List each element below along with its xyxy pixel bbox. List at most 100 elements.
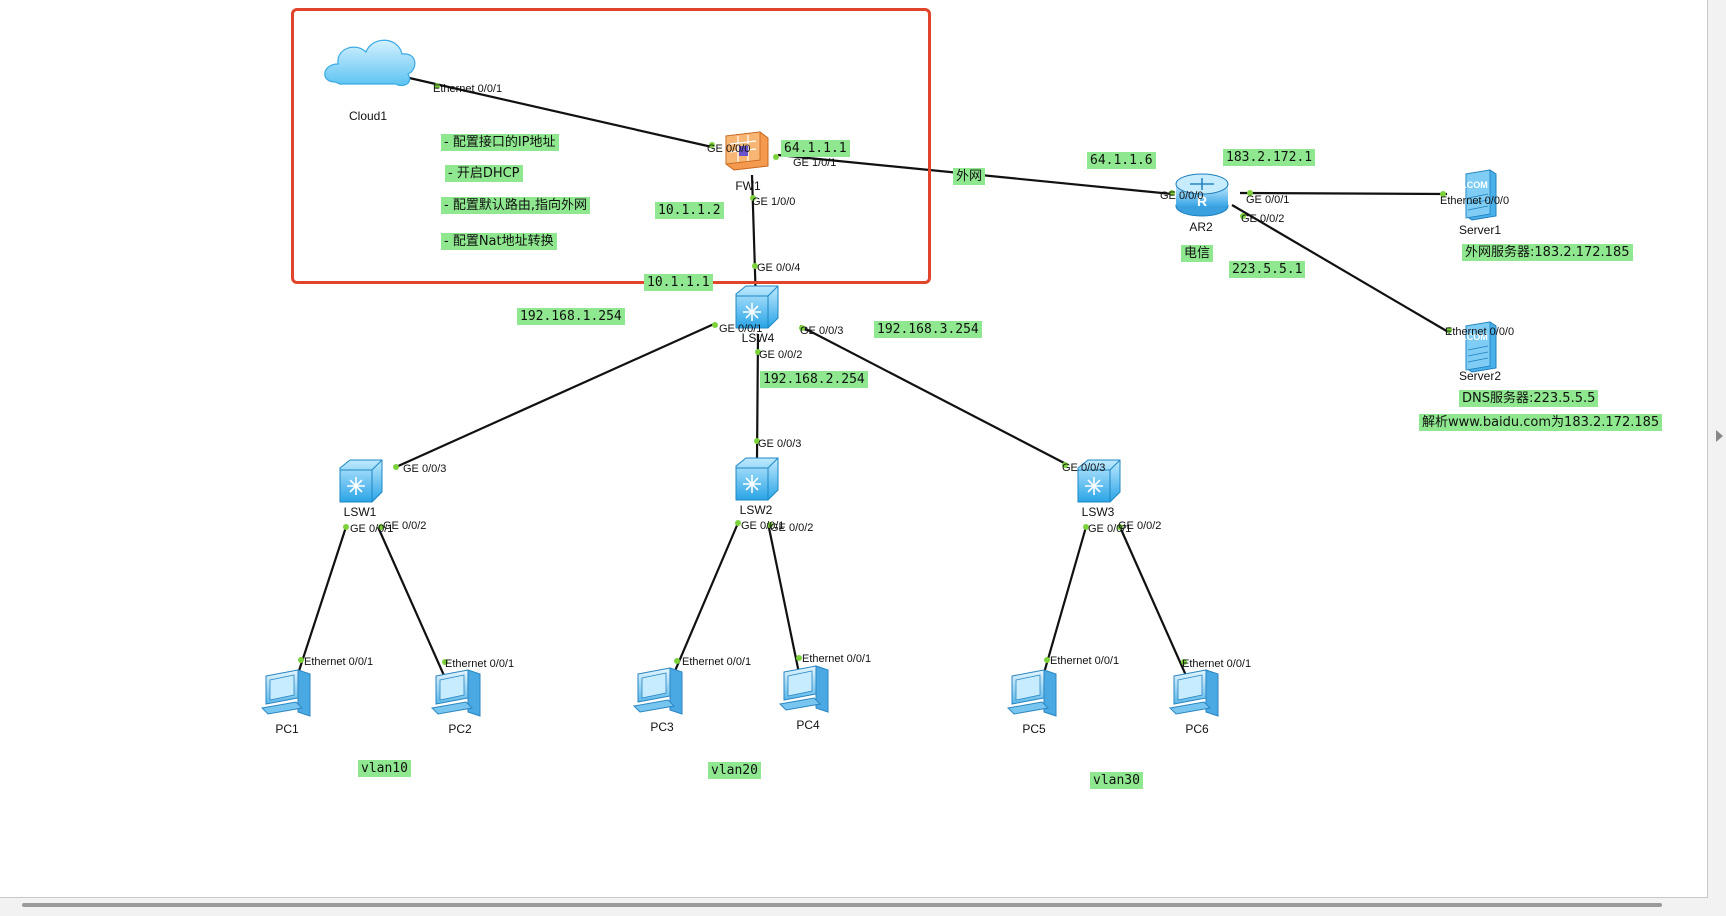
link-lsw2-pc4[interactable] (766, 522, 802, 679)
link-lsw2-pc3[interactable] (670, 522, 740, 679)
port-label: GE 1/0/1 (793, 157, 836, 169)
lsw4-device[interactable]: LSW4 (735, 285, 779, 345)
link-lsw3-pc5[interactable] (1040, 526, 1088, 681)
link-lsw1-pc1[interactable] (294, 526, 348, 681)
port-dot (1044, 657, 1050, 663)
port-label: GE 0/0/2 (759, 349, 802, 361)
port-dot (750, 195, 756, 201)
port-dot (799, 325, 805, 331)
port-dot (343, 524, 349, 530)
server2-device[interactable]: Server2 (1459, 321, 1501, 383)
port-label: GE 0/0/3 (403, 463, 446, 475)
fw1-device[interactable]: FW1 (725, 131, 769, 193)
port-dot (1440, 191, 1446, 197)
lsw2-device[interactable]: LSW2 (735, 457, 779, 517)
note-default-route: - 配置默认路由,指向外网 (441, 197, 590, 214)
note-vlan30: vlan30 (1090, 772, 1143, 789)
ar2-device[interactable]: R AR2 (1175, 173, 1229, 234)
scroll-right-arrow-icon[interactable] (1716, 430, 1723, 442)
port-labels: Ethernet 0/0/1 GE 0/0/0 GE 1/0/1 GE 1/0/… (304, 83, 1514, 670)
note-server2-desc: DNS服务器:223.5.5.5 (1459, 390, 1599, 407)
device-label: LSW2 (740, 503, 773, 517)
link-lsw3-pc6[interactable] (1118, 526, 1190, 681)
pc5-device[interactable]: PC5 (1007, 669, 1057, 736)
note-lsw4-up-ip: 10.1.1.1 (644, 274, 713, 291)
port-label: Ethernet 0/0/1 (802, 653, 871, 665)
port-dot (755, 349, 761, 355)
device-label: PC4 (796, 718, 820, 732)
port-label: GE 0/0/1 (1088, 523, 1131, 535)
switch-icon (735, 457, 779, 501)
pc6-device[interactable]: PC6 (1169, 669, 1219, 736)
links (294, 75, 1451, 681)
pc3-device[interactable]: PC3 (633, 667, 683, 734)
note-ar2-top-ip: 183.2.172.1 (1223, 149, 1316, 166)
svg-text:R: R (1197, 193, 1207, 209)
highlight-box (291, 8, 931, 284)
port-label: GE 0/0/3 (758, 438, 801, 450)
note-vlan10: vlan10 (358, 760, 411, 777)
link-cloud1-fw1[interactable] (404, 75, 713, 149)
port-dot (393, 464, 399, 470)
device-label: AR2 (1189, 220, 1213, 234)
port-dot (1240, 213, 1246, 219)
port-dot (752, 263, 758, 269)
horizontal-scrollbar[interactable] (0, 897, 1708, 916)
port-dot (1446, 327, 1452, 333)
port-dot (796, 655, 802, 661)
note-nat: - 配置Nat地址转换 (441, 233, 557, 250)
cloud1-device[interactable]: Cloud1 (324, 39, 416, 123)
pc4-device[interactable]: PC4 (779, 665, 829, 732)
port-label: GE 0/0/1 (719, 323, 762, 335)
lsw3-device[interactable]: LSW3 (1077, 459, 1121, 519)
device-label: PC1 (275, 722, 299, 736)
lsw1-device[interactable]: LSW1 (339, 459, 383, 519)
device-label: Server1 (1459, 223, 1501, 237)
pc-icon (633, 667, 683, 715)
pc1-device[interactable]: PC1 (261, 669, 311, 736)
port-label: GE 0/0/2 (383, 520, 426, 532)
switch-icon (735, 285, 779, 329)
note-fw-out-ip: 64.1.1.1 (781, 140, 850, 157)
device-label: FW1 (735, 179, 761, 193)
port-label: Ethernet 0/0/1 (682, 656, 751, 668)
device-label: PC6 (1185, 722, 1209, 736)
port-dots (298, 83, 1452, 665)
link-lsw4-lsw1[interactable] (395, 322, 715, 469)
port-label: Ethernet 0/0/1 (433, 83, 502, 95)
vertical-scrollbar[interactable] (1707, 0, 1726, 916)
port-dot (298, 657, 304, 663)
note-config-ip: - 配置接口的IP地址 (441, 134, 559, 151)
port-dot (442, 659, 448, 665)
link-lsw1-pc2[interactable] (376, 526, 448, 681)
port-label: Ethernet 0/0/1 (1182, 658, 1251, 670)
device-label: PC2 (448, 722, 472, 736)
port-label: Ethernet 0/0/0 (1445, 326, 1514, 338)
pc-icon (261, 669, 311, 717)
link-lsw4-lsw3[interactable] (799, 325, 1069, 466)
device-label: PC5 (1022, 722, 1046, 736)
note-ar2-left-ip: 64.1.1.6 (1087, 152, 1156, 169)
pc2-device[interactable]: PC2 (431, 669, 481, 736)
port-dot (709, 142, 715, 148)
port-dot (1169, 190, 1175, 196)
server1-device[interactable]: Server1 (1459, 169, 1501, 237)
device-label: PC3 (650, 720, 674, 734)
port-label: GE 1/0/0 (752, 196, 795, 208)
link-ar2-server1[interactable] (1239, 191, 1448, 196)
port-label: GE 0/0/1 (350, 523, 393, 535)
port-label: GE 0/0/2 (770, 522, 813, 534)
port-dot (1117, 524, 1123, 530)
note-vlan20-gw: 192.168.2.254 (760, 371, 868, 388)
port-label: GE 0/0/3 (1062, 462, 1105, 474)
router-icon: R (1175, 173, 1229, 217)
device-label: LSW1 (344, 505, 377, 519)
port-dot (712, 322, 718, 328)
link-ar2-server2[interactable] (1231, 204, 1451, 334)
port-label: GE 0/0/2 (1241, 213, 1284, 225)
horizontal-scroll-thumb[interactable] (22, 903, 1662, 907)
pc-icon (779, 665, 829, 713)
port-dot (378, 524, 384, 530)
port-label: Ethernet 0/0/1 (1050, 655, 1119, 667)
cloud-icon (324, 39, 416, 87)
